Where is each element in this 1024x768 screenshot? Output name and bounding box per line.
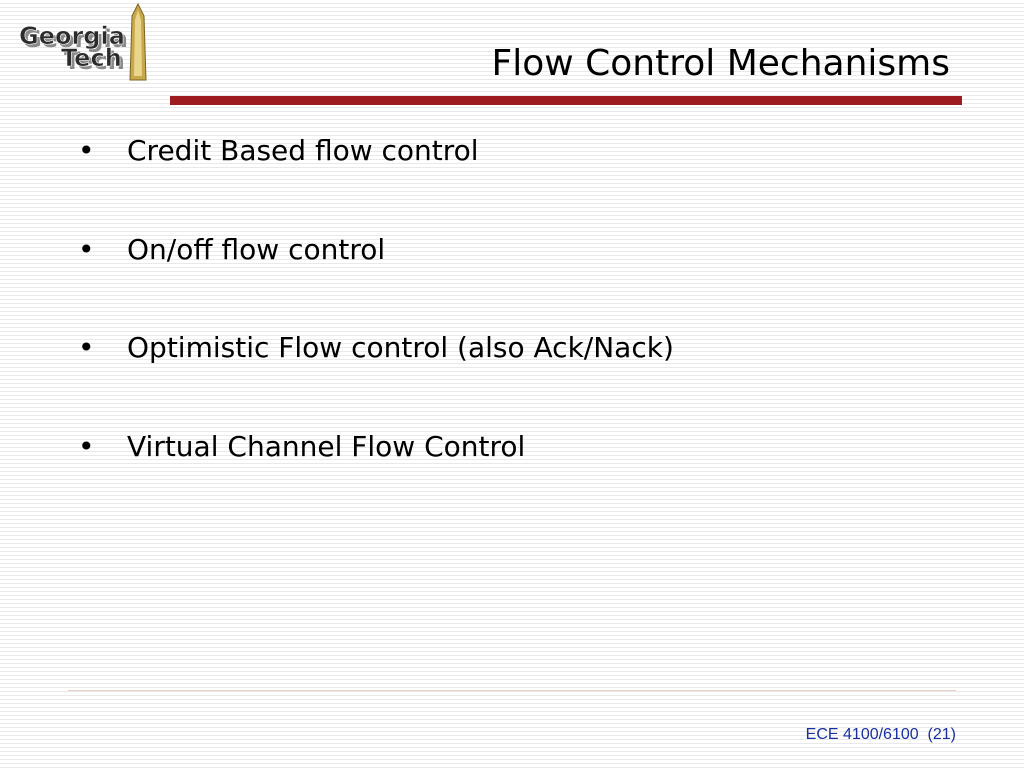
slide-footer: ECE 4100/6100 (21)	[805, 726, 956, 743]
slide-title: Flow Control Mechanisms	[491, 43, 950, 84]
logo-text-line1: Georgia	[19, 22, 125, 50]
bullet-marker: •	[78, 429, 95, 463]
footer-divider	[68, 690, 956, 691]
georgia-tech-logo: Georgia Tech Georgia Tech	[14, 2, 154, 82]
bullet-marker: •	[78, 331, 95, 364]
bullet-text: Credit Based flow control	[127, 134, 479, 167]
bullet-marker: •	[78, 232, 95, 266]
logo-text-line2-shadow: Tech	[64, 47, 125, 75]
logo-text-line1-shadow: Georgia	[22, 25, 128, 53]
bullet-text: Virtual Channel Flow Control	[127, 429, 526, 463]
bullet-marker: •	[78, 134, 95, 167]
bullet-text: Optimistic Flow control (also Ack/Nack)	[127, 331, 674, 364]
title-underline	[170, 96, 962, 105]
logo-text-line2: Tech	[61, 44, 122, 72]
bullet-text: On/off flow control	[127, 232, 386, 266]
